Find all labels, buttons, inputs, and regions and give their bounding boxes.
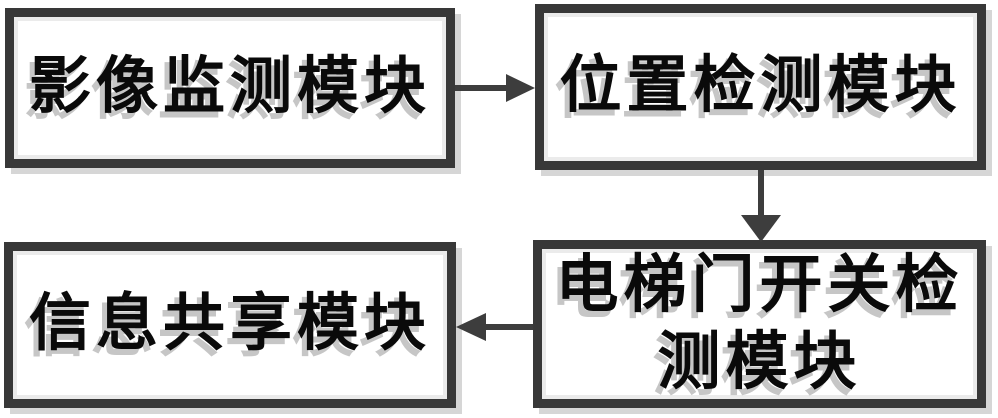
- module-box-information-sharing: 信息共享模块: [4, 242, 456, 408]
- module-box-image-monitoring: 影像监测模块: [5, 8, 455, 168]
- arrowhead-down-icon: [741, 215, 781, 242]
- arrowhead-left-icon: [456, 313, 486, 341]
- arrow-line: [486, 324, 533, 330]
- module-label-position-detection: 位置检测模块: [559, 52, 962, 121]
- arrow-line: [758, 170, 764, 216]
- module-box-position-detection: 位置检测模块: [535, 4, 986, 170]
- module-box-elevator-door-switch-detection: 电梯门开关检测模块: [533, 240, 986, 408]
- module-label-elevator-door-switch-detection: 电梯门开关检测模块: [555, 250, 964, 397]
- arrow-line: [455, 85, 507, 91]
- arrowhead-right-icon: [506, 74, 535, 102]
- module-label-information-sharing: 信息共享模块: [28, 290, 431, 359]
- module-label-image-monitoring: 影像监测模块: [28, 53, 431, 122]
